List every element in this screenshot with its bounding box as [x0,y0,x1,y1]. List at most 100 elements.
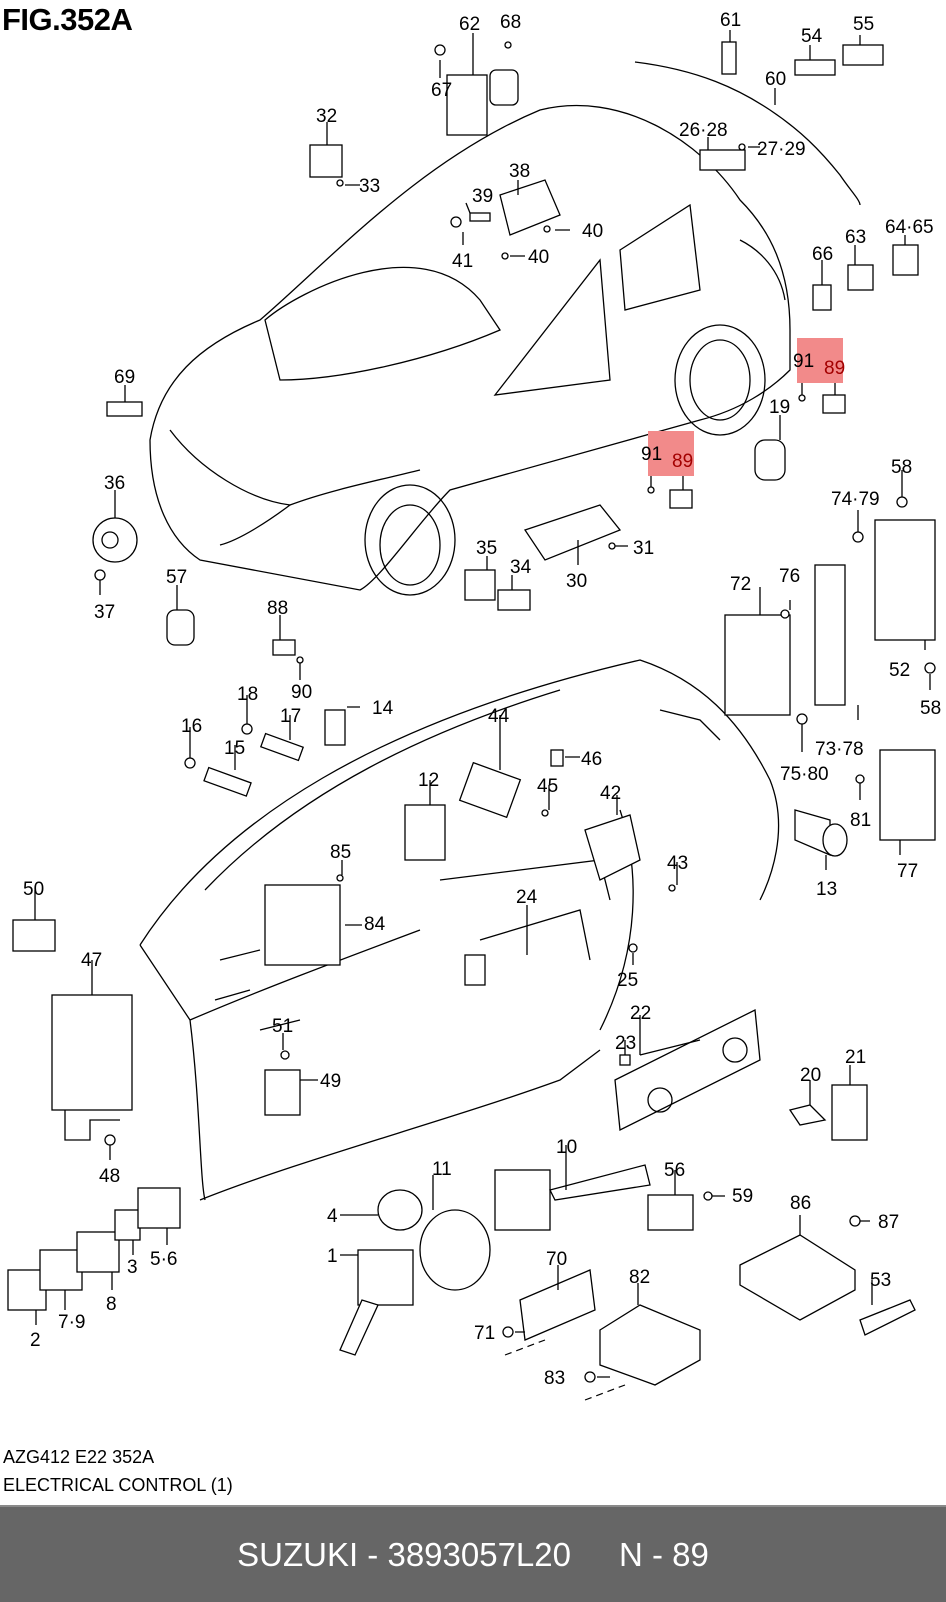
part-89-sensor-a [822,394,846,414]
callout-13: 13 [816,879,837,900]
callout-24: 24 [516,887,538,908]
part-58-nut-a [896,496,908,508]
callout-90: 90 [291,682,312,703]
part-58-nut-b [924,662,936,674]
callout-43: 43 [667,853,688,874]
callout-57: 57 [166,567,187,588]
highlight-89-lower [648,431,694,476]
part-20-cover [788,1104,827,1126]
callout-38: 38 [509,161,530,182]
figure-title: FIG.352A [2,2,133,37]
part-83-nut [584,1371,596,1383]
part-10-combo-switch [494,1169,551,1231]
part-82-module [599,1304,701,1386]
part-71-nut [502,1326,514,1338]
part-49-relay [264,1069,301,1116]
part-1-stalk [339,1299,379,1356]
part-30-window-switch [523,504,622,561]
callout-75-80: 75·80 [780,764,829,785]
callout-84: 84 [364,914,386,935]
part-19-switch [754,439,786,481]
part-81-bolt [855,774,865,784]
part-42-module [584,814,641,881]
part-15-sensor [203,766,252,797]
highlight-89-upper [797,338,843,383]
part-89-sensor-b [669,489,693,509]
part-62-module [446,74,488,136]
part-85-screw [336,874,344,882]
callout-34: 34 [510,557,532,578]
callout-58b: 58 [920,698,941,719]
callout-67: 67 [431,80,452,101]
callout-64-65: 64·65 [885,217,934,238]
callout-5-6: 5·6 [150,1249,177,1270]
callout-26-28: 26·28 [679,120,728,141]
part-51-screw [280,1050,290,1060]
callout-81: 81 [850,810,871,831]
callout-17: 17 [280,706,301,727]
part-17-sensor [259,732,305,762]
part-87-bolt [849,1215,861,1227]
part-footer-bar: SUZUKI - 3893057L20 N - 89 [0,1505,946,1602]
part-8-switch [76,1231,120,1273]
part-25-screw [628,943,638,953]
callout-47: 47 [81,950,102,971]
callout-45: 45 [537,776,558,797]
part-77-module [879,749,936,841]
callout-74-79: 74·79 [831,489,880,510]
part-41-nut [450,216,462,228]
callout-40a: 40 [582,221,603,242]
callout-37: 37 [94,602,115,623]
leader-lines [34,30,931,1378]
part-13-cap [822,823,848,857]
part-63-sensor [847,264,874,291]
part-84-relay-box [264,884,341,966]
callout-73-78: 73·78 [815,739,864,760]
footer-ref-number: N - 89 [619,1535,709,1573]
callout-66: 66 [812,244,833,265]
part-67-grommet [434,44,446,56]
callout-60: 60 [765,69,786,90]
callout-87: 87 [878,1212,899,1233]
callout-30: 30 [566,571,587,592]
part-57-sensor [166,609,195,646]
part-73-78-bracket [814,564,846,706]
callout-12: 12 [418,770,439,791]
callout-27-29: 27·29 [757,139,806,160]
callout-18: 18 [237,684,258,705]
part-14-switch [324,709,346,746]
callout-22: 22 [630,1003,651,1024]
part-76-bolt [780,609,790,619]
part-glyphs [7,41,936,1401]
part-46-bulb [550,749,564,767]
part-24-switch [464,954,486,986]
callout-72: 72 [730,574,751,595]
callout-83: 83 [544,1368,565,1389]
callout-41: 41 [452,251,473,272]
part-60-antenna-cable [634,61,861,206]
callout-59: 59 [732,1186,753,1207]
callout-4: 4 [327,1206,338,1227]
callout-31: 31 [633,538,654,559]
part-91-bolt-b [647,486,655,494]
callout-56: 56 [664,1160,685,1181]
part-91-bolt-a [798,394,806,402]
part-45-screw [541,809,549,817]
callout-50: 50 [23,879,44,900]
part-44-module [458,761,522,819]
part-56-switch [647,1194,694,1231]
callout-86: 86 [790,1193,811,1214]
callout-61: 61 [720,10,741,31]
callout-39: 39 [472,186,493,207]
callout-70: 70 [546,1249,567,1270]
callout-16: 16 [181,716,202,737]
part-1-combo-switch [357,1249,414,1306]
part-43-screw [668,884,676,892]
callout-25: 25 [617,970,638,991]
callout-69: 69 [114,367,135,388]
parts-diagram: 62 68 67 32 33 38 39 40 40 41 61 54 55 6… [7,10,941,1401]
part-74-79-nut [852,531,864,543]
part-64-65-unit [892,244,919,276]
part-23-clip [619,1054,631,1066]
part-54-antenna [794,59,836,76]
